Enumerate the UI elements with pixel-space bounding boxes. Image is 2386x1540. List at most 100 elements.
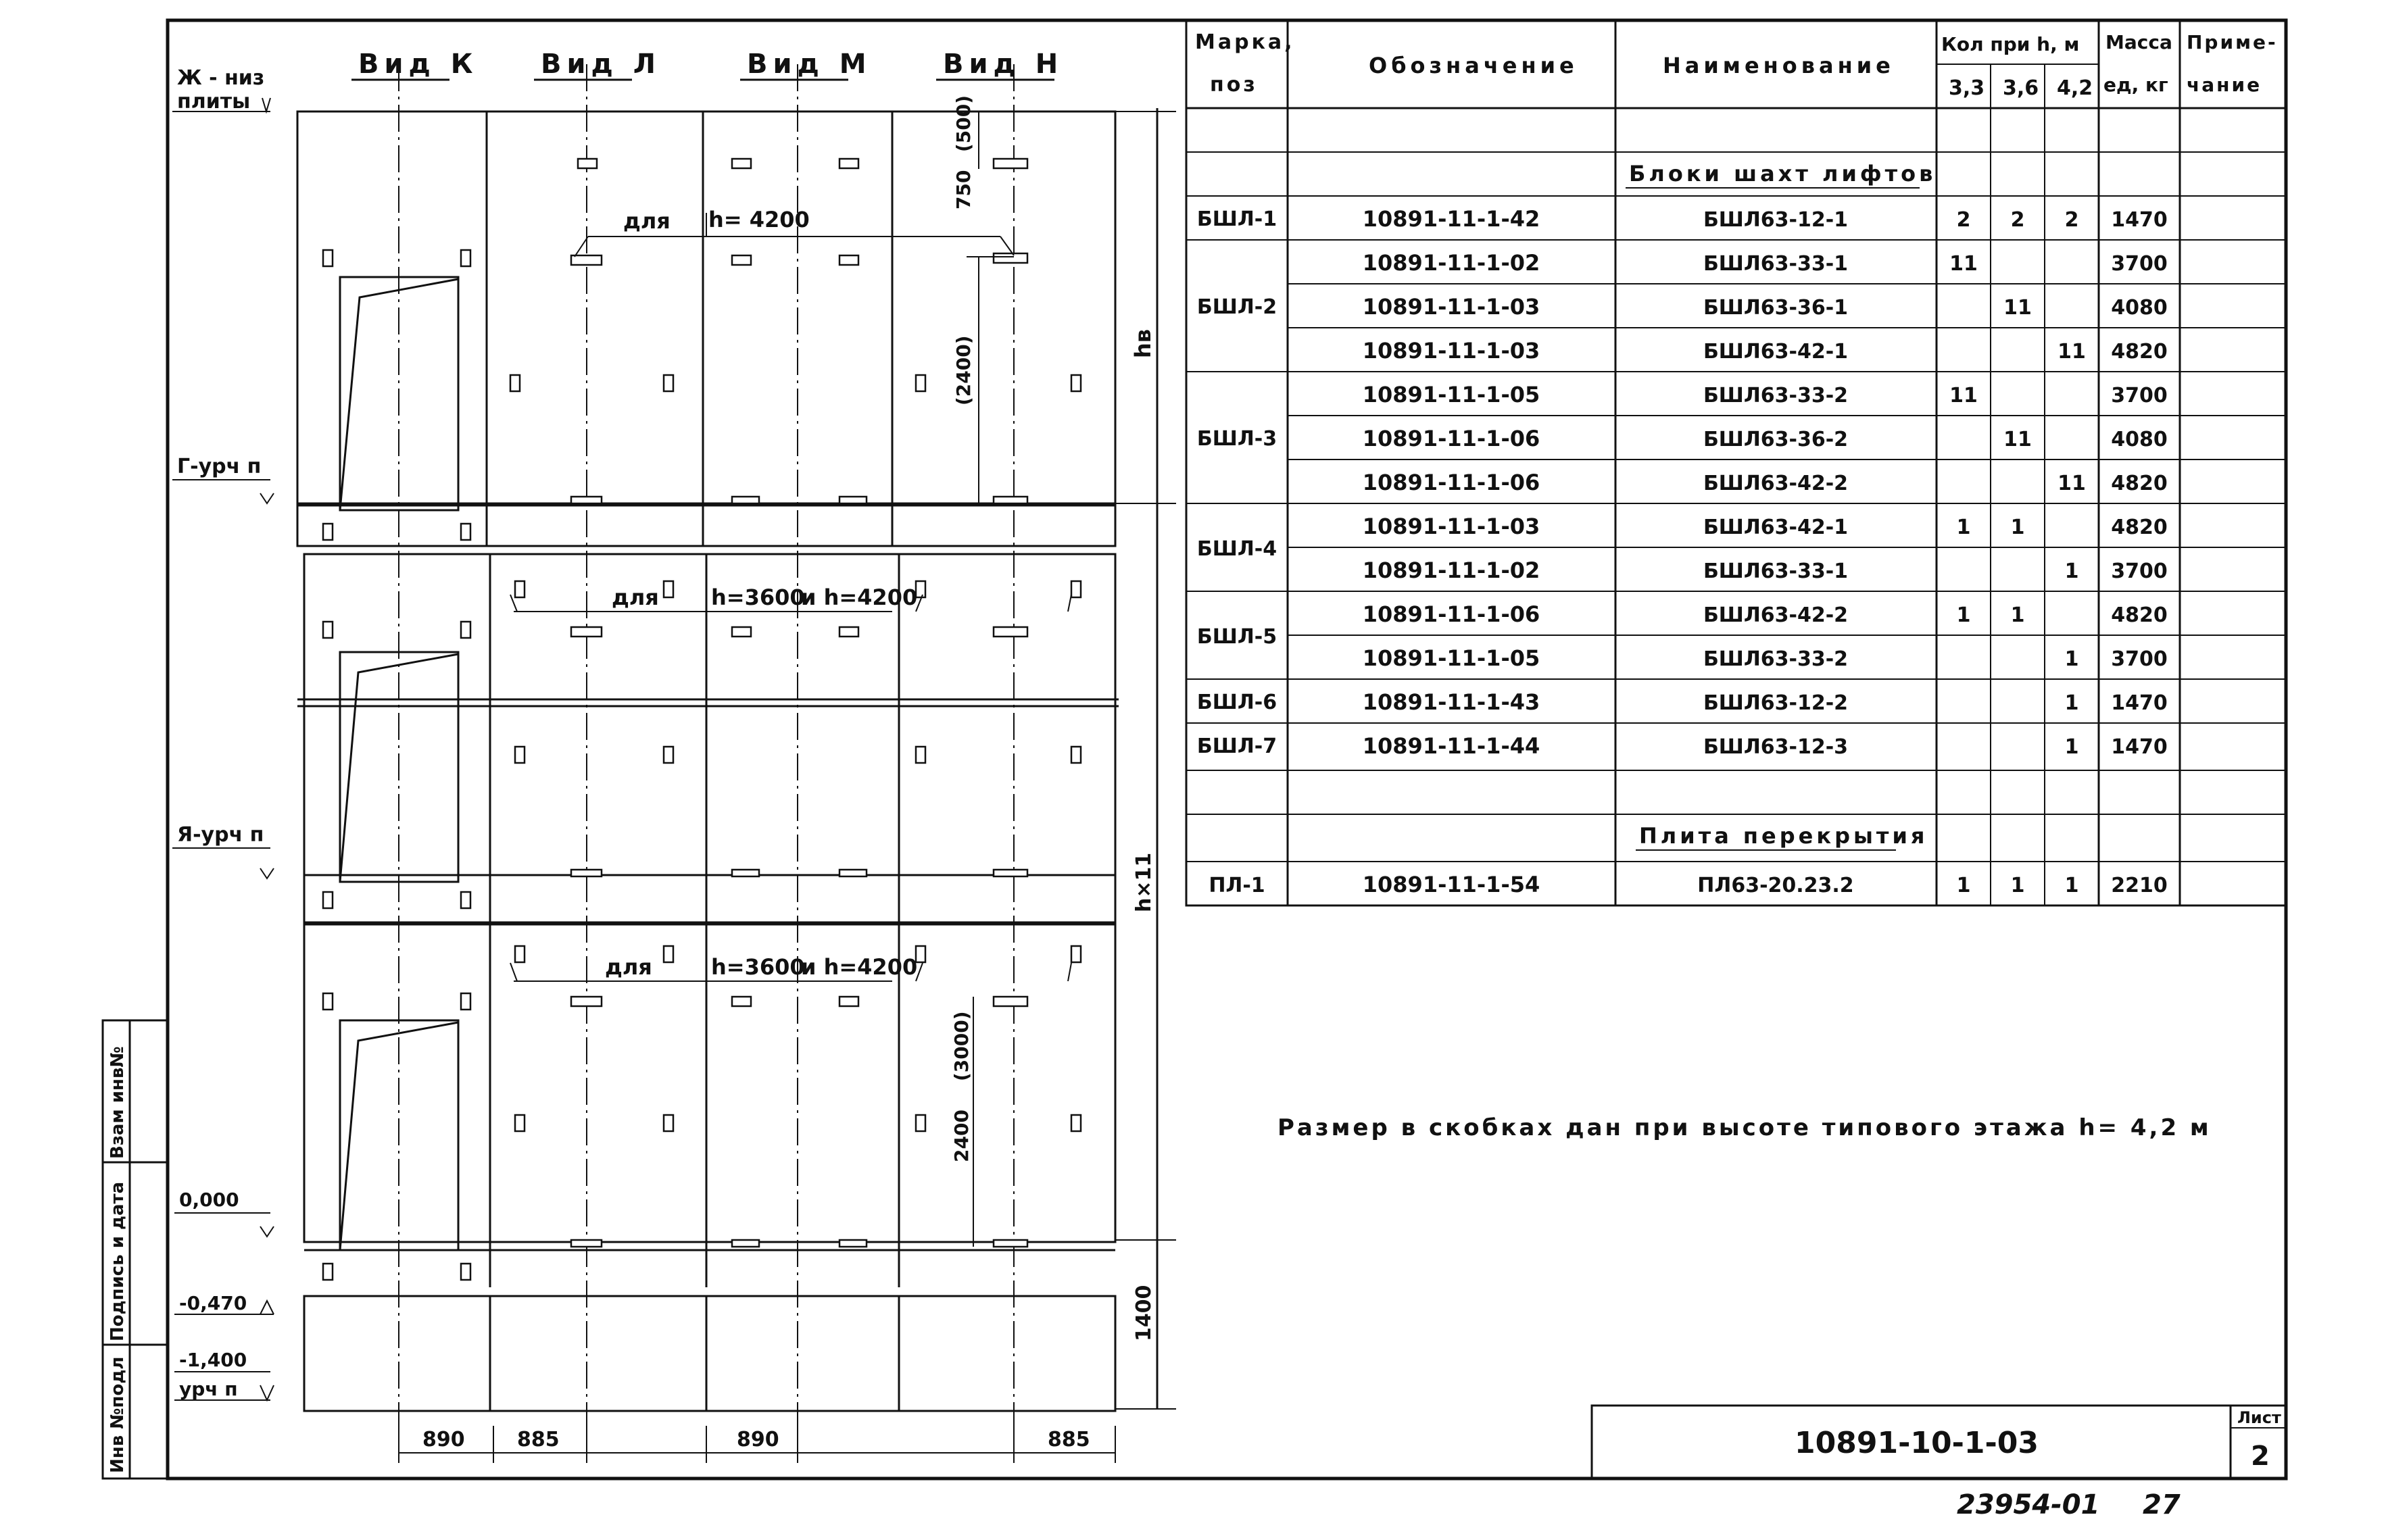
dim-1400: 1400 [1132,1285,1156,1342]
row-q2: 1 [2011,516,2025,539]
row-naim: БШЛ63-33-1 [1703,560,1848,583]
row-mass: 4080 [2111,296,2168,320]
title-block: 10891-10-1-03 Лист 2 [1590,1404,2287,1480]
hdr-h3: 4,2 [2057,76,2093,100]
row-mark: БШЛ-2 [1197,295,1277,319]
row-mass: 1470 [2111,208,2168,232]
level-plate-bottom-2: плиты [177,90,250,114]
view-label-m: Вид М [747,49,872,80]
level-plate-bottom-1: Ж - низ [177,66,264,90]
hdr-h1: 3,3 [1949,76,1985,100]
row-q1: 1 [1957,603,1971,627]
row-oboz: 10891-11-1-06 [1363,426,1540,451]
row-oboz: 10891-11-1-03 [1363,338,1540,364]
plate-oboz: 10891-11-1-54 [1363,872,1540,897]
view-label-l: Вид Л [541,49,661,80]
hdr-kol: Кол при h, м [1941,33,2079,55]
row-oboz: 10891-11-1-44 [1363,733,1540,759]
row-mass: 3700 [2111,647,2168,671]
row-q2: 2 [2011,208,2025,232]
hdr-massa-1: Масса [2105,31,2172,53]
dim-hx11: h×11 [1132,853,1156,912]
row-q1: 1 [1957,516,1971,539]
note-for-4200: для [623,208,671,234]
plate-naim: ПЛ63-20.23.2 [1697,874,1853,897]
dim-2400-bottom: 2400 [950,1110,973,1162]
row-q2: 1 [2011,603,2025,627]
row-mass: 3700 [2111,252,2168,276]
side-stamp-inner [128,1019,169,1480]
archive-number: 23954-01 [1957,1489,2099,1520]
row-naim: БШЛ63-33-2 [1703,384,1848,407]
row-naim: БШЛ63-33-1 [1703,252,1848,276]
hdr-h2: 3,6 [2003,76,2039,100]
dim-hv: hв [1130,329,1156,358]
stamp-podpis: Подпись и дата [107,1182,128,1341]
note-for-3600-b: для [605,954,652,980]
row-q3: 1 [2065,735,2079,759]
row-mass: 3700 [2111,384,2168,407]
hdr-massa-2: ед, кг [2103,74,2168,96]
dim-bottom-890-a: 890 [422,1428,465,1451]
note-and-4200-b: и h=4200 [801,954,917,980]
row-q3: 2 [2065,208,2079,232]
row-mass: 4080 [2111,428,2168,451]
row-q1: 11 [1949,252,1978,276]
row-q3: 1 [2065,691,2079,715]
plate-q3: 1 [2065,874,2079,897]
row-mass: 1470 [2111,691,2168,715]
row-oboz: 10891-11-1-03 [1363,294,1540,320]
row-mark: БШЛ-7 [1197,735,1277,758]
hdr-marka-1: Марка, [1195,30,1295,54]
row-oboz: 10891-11-1-06 [1363,601,1540,627]
row-naim: БШЛ63-33-2 [1703,647,1848,671]
row-naim: БШЛ63-42-2 [1703,603,1848,627]
row-naim: БШЛ63-12-2 [1703,691,1848,715]
level-minus-1400-2: урч п [179,1378,238,1400]
row-mass: 4820 [2111,472,2168,495]
row-oboz: 10891-11-1-05 [1363,645,1540,671]
section-shaft-blocks: Блоки шахт лифтов [1629,161,1936,187]
level-minus-1400-1: -1,400 [179,1349,247,1371]
plate-q2: 1 [2011,874,2025,897]
row-naim: БШЛ63-12-3 [1703,735,1848,759]
row-naim: БШЛ63-42-1 [1703,516,1848,539]
row-q1: 11 [1949,384,1978,407]
row-mark: БШЛ-6 [1197,691,1277,714]
row-q3: 11 [2058,340,2086,364]
list-label: Лист [2237,1408,2281,1427]
level-minus-470: -0,470 [179,1292,247,1314]
dim-500: (500) [952,95,975,152]
row-mark: БШЛ-4 [1197,537,1277,561]
dim-750: 750 [952,170,975,209]
specification-table: Марка, поз Обозначение Наименование Кол … [1185,19,2287,907]
row-oboz: 10891-11-1-05 [1363,382,1540,407]
dim-bottom-885-a: 885 [517,1428,560,1451]
row-oboz: 10891-11-1-06 [1363,470,1540,495]
view-label-k: Вид К [358,49,478,80]
dim-3000: (3000) [950,1011,973,1081]
row-mass: 4820 [2111,340,2168,364]
row-mass: 4820 [2111,516,2168,539]
row-oboz: 10891-11-1-02 [1363,557,1540,583]
row-q1: 2 [1957,208,1971,232]
plate-mass: 2210 [2111,874,2168,897]
row-q3: 1 [2065,647,2079,671]
row-mark: БШЛ-1 [1197,207,1277,231]
hdr-prim-2: чание [2187,74,2262,96]
stamp-inv-podl: Инв №подл [107,1357,128,1473]
note-h3600-b: h=3600 [711,954,805,980]
row-mass: 4820 [2111,603,2168,627]
row-naim: БШЛ63-36-1 [1703,296,1848,320]
row-mark: БШЛ-3 [1197,427,1277,451]
row-q3: 11 [2058,472,2086,495]
page-number: 27 [2143,1489,2181,1520]
size-note: Размер в скобках дан при высоте типового… [1277,1114,2212,1141]
view-label-n: Вид Н [943,49,1063,80]
plate-mark: ПЛ-1 [1209,874,1265,897]
note-and-4200: и h=4200 [801,585,917,610]
hdr-oboz: Обозначение [1369,53,1578,78]
dim-bottom-885-b: 885 [1048,1428,1090,1451]
